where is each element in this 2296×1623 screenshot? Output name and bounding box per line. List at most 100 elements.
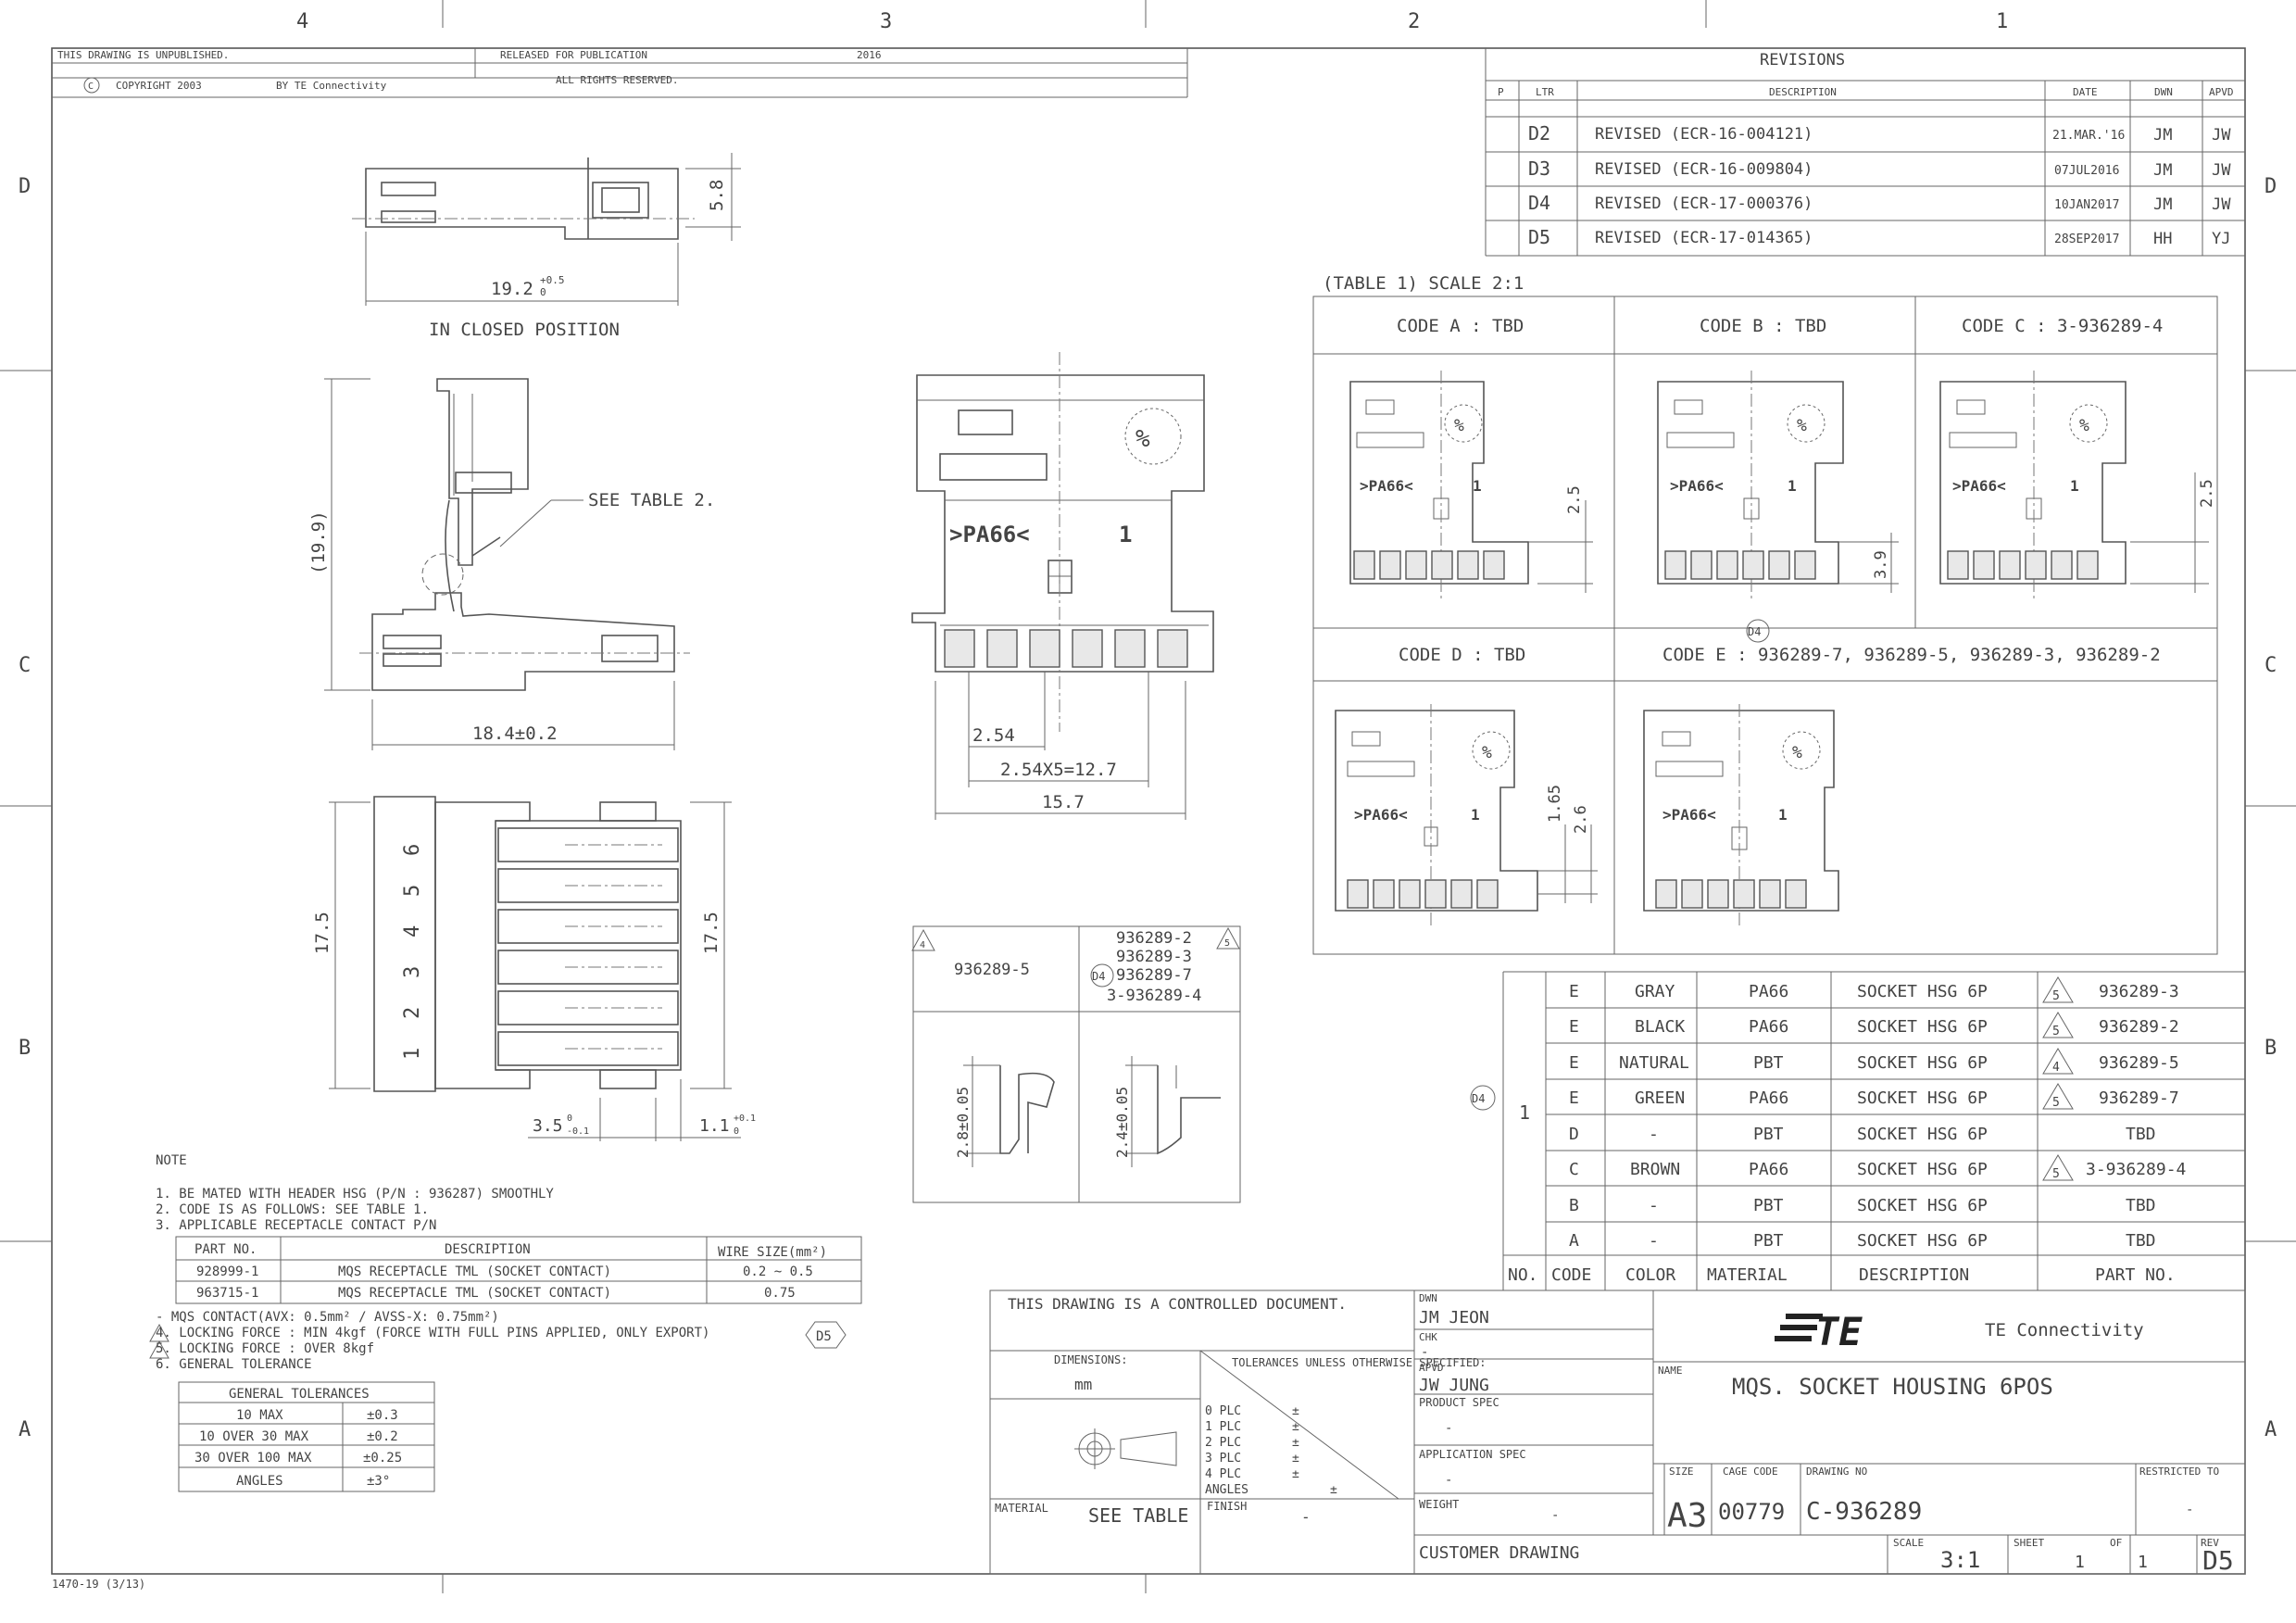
parts-material: PA66 xyxy=(1749,1017,1788,1037)
rev-dwn: JM xyxy=(2153,161,2172,180)
rev-date: 07JUL2016 xyxy=(2054,164,2119,178)
parts-part-no: TBD xyxy=(2126,1196,2156,1215)
dwn-label: DWN xyxy=(1419,1292,1437,1304)
name-label: NAME xyxy=(1658,1365,1683,1377)
parts-color: NATURAL xyxy=(1619,1053,1689,1073)
unpublished-text: THIS DRAWING IS UNPUBLISHED. xyxy=(57,49,229,61)
table2-right-part-3: 936289-7 xyxy=(1116,966,1192,985)
parts-part-no: 936289-2 xyxy=(2099,1017,2179,1037)
code-c-material: >PA66< xyxy=(1952,477,2006,495)
parts-rev: 5 xyxy=(2052,1096,2060,1110)
of-label: OF xyxy=(2110,1537,2122,1549)
parts-material: PBT xyxy=(1753,1196,1784,1215)
bottom-dim-right-tol: +0.1 xyxy=(734,1113,756,1124)
code-e-label: CODE E : 936289-7, 936289-5, 936289-3, 9… xyxy=(1662,645,2161,665)
scale-label: SCALE xyxy=(1893,1537,1924,1549)
parts-material: PBT xyxy=(1753,1231,1784,1251)
top-length-dim: 19.2 xyxy=(491,279,533,299)
parts-no-value: 1 xyxy=(1519,1101,1530,1124)
product-spec-label: PRODUCT SPEC xyxy=(1419,1396,1499,1409)
d4-badge-parts xyxy=(1470,1085,1496,1111)
zone-right-b: B xyxy=(2265,1037,2277,1060)
parts-material: PBT xyxy=(1753,1053,1784,1073)
bottom-dim-left: 3.5 xyxy=(533,1116,563,1136)
bottom-height-left: 17.5 xyxy=(312,912,332,954)
parts-header-part-no: PART NO. xyxy=(2095,1265,2176,1285)
copyright-text: COPYRIGHT 2003 xyxy=(116,80,202,92)
rev-date: 10JAN2017 xyxy=(2054,198,2119,212)
parts-code: E xyxy=(1569,1088,1579,1108)
parts-description: SOCKET HSG 6P xyxy=(1857,982,1988,1001)
rev-triangle-icon xyxy=(2042,1012,2074,1038)
note-1: 1. BE MATED WITH HEADER HSG (P/N : 93628… xyxy=(156,1187,554,1202)
parts-description: SOCKET HSG 6P xyxy=(1857,1053,1988,1073)
rev-triangle-icon xyxy=(2042,976,2074,1003)
apvd-value: JW JUNG xyxy=(1419,1376,1489,1395)
zone-left-a: A xyxy=(19,1418,31,1441)
top-length-tol: +0.5 xyxy=(540,274,565,286)
contact-header-wire: WIRE SIZE(mm²) xyxy=(718,1245,827,1260)
side-length-dim: 18.4±0.2 xyxy=(472,723,558,744)
form-number: 1470-19 (3/13) xyxy=(52,1578,145,1591)
tolerances-label: TOLERANCES UNLESS OTHERWISE SPECIFIED: xyxy=(1232,1356,1487,1369)
contact-wire: 0.75 xyxy=(764,1286,796,1301)
d4-badge-text: D4 xyxy=(1748,625,1761,638)
parts-code: D xyxy=(1569,1125,1579,1144)
svg-text:%: % xyxy=(1454,416,1464,435)
svg-text:%: % xyxy=(1135,425,1150,453)
parts-table: D4 1 E GRAY PA66 SOCKET HSG 6P 5 936289-… xyxy=(1470,971,2245,1290)
drawing-no-value: C-936289 xyxy=(1806,1498,1922,1526)
rev-apvd: JW xyxy=(2212,161,2231,180)
table2-right-marker: 5 xyxy=(1224,938,1230,949)
weight-label: WEIGHT xyxy=(1419,1498,1459,1511)
contact-desc: MQS RECEPTACLE TML (SOCKET CONTACT) xyxy=(338,1264,611,1279)
dimensions-unit: mm xyxy=(1074,1376,1092,1393)
svg-text:%: % xyxy=(1482,743,1492,762)
front-width-dim: 15.7 xyxy=(1042,792,1085,812)
rev-ltr: D5 xyxy=(1528,226,1550,248)
zone-right-c: C xyxy=(2265,654,2277,677)
code-a-drawing: % >PA66< 1 2.5 xyxy=(1349,371,1593,602)
plc-3: 3 PLC xyxy=(1205,1452,1241,1466)
pm-0: ± xyxy=(1292,1404,1299,1418)
plc-4: 4 PLC xyxy=(1205,1467,1241,1481)
cage-value: 00779 xyxy=(1718,1499,1785,1525)
rev-description: REVISED (ECR-16-009804) xyxy=(1595,160,1813,179)
parts-header-material: MATERIAL xyxy=(1707,1265,1788,1285)
code-d-dim1: 1.65 xyxy=(1546,785,1564,823)
table2-right-part-4: 3-936289-4 xyxy=(1107,987,1201,1005)
dimensions-label: DIMENSIONS: xyxy=(1054,1353,1127,1366)
released-text: RELEASED FOR PUBLICATION xyxy=(500,49,647,61)
parts-color: GREEN xyxy=(1635,1088,1685,1108)
parts-rev: 5 xyxy=(2052,989,2060,1003)
top-height-dim: 5.8 xyxy=(707,180,727,211)
parts-material: PBT xyxy=(1753,1125,1784,1144)
apvd-label: APVD xyxy=(1419,1362,1444,1374)
third-angle-projection-icon xyxy=(1074,1428,1177,1469)
zone-right-a: A xyxy=(2265,1418,2277,1441)
zone-top-1: 1 xyxy=(1996,10,2008,33)
note-6: 6. GENERAL TOLERANCE xyxy=(156,1357,312,1372)
code-e-one: 1 xyxy=(1778,806,1788,824)
pm-2: ± xyxy=(1292,1436,1299,1450)
table2-right-dim: 2.4±0.05 xyxy=(1113,1087,1131,1158)
notes-block: NOTE 1. BE MATED WITH HEADER HSG (P/N : … xyxy=(149,1153,862,1492)
d4-badge-parts-text: D4 xyxy=(1472,1092,1485,1105)
parts-description: SOCKET HSG 6P xyxy=(1857,1017,1988,1037)
plc-2: 2 PLC xyxy=(1205,1436,1241,1450)
pin-number-2: 2 xyxy=(401,1007,424,1019)
rev-ltr: D3 xyxy=(1528,157,1550,180)
title-block: THIS DRAWING IS A CONTROLLED DOCUMENT. D… xyxy=(989,1290,2246,1576)
code-d-one: 1 xyxy=(1471,806,1480,824)
pin-number-5: 5 xyxy=(401,885,424,897)
parts-rev: 4 xyxy=(2052,1061,2060,1075)
weight-value: - xyxy=(1551,1508,1559,1523)
rev-apvd: YJ xyxy=(2212,230,2230,248)
code-a-dim: 2.5 xyxy=(1565,485,1584,514)
parts-code: A xyxy=(1569,1231,1579,1251)
parts-code: C xyxy=(1569,1160,1579,1179)
parts-description: SOCKET HSG 6P xyxy=(1857,1160,1988,1179)
bottom-view: 6 5 4 3 2 1 17.5 17.5 3.5 0 -0.1 1.1 +0.… xyxy=(312,796,756,1141)
code-c-one: 1 xyxy=(2070,477,2079,495)
sheet-label: SHEET xyxy=(2014,1537,2044,1549)
